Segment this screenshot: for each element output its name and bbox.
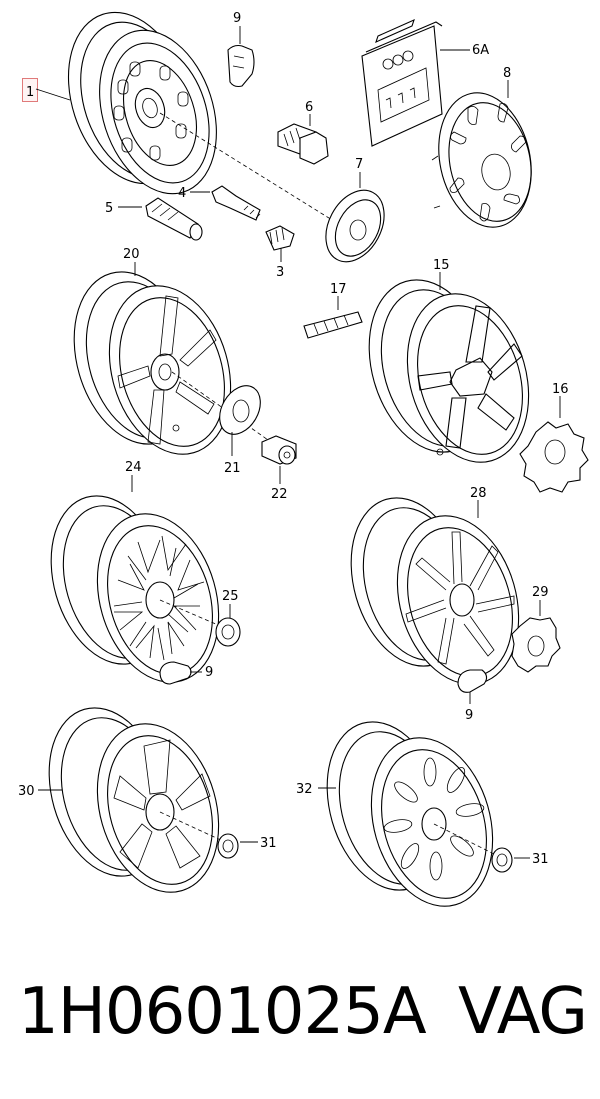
label-9-left: 9: [205, 665, 213, 680]
label-29: 29: [532, 585, 549, 600]
alloy-wheel-32[interactable]: [308, 708, 511, 921]
wheel-bolt-6[interactable]: [277, 123, 329, 165]
label-30: 30: [18, 784, 35, 799]
part-number: 1H0601025A: [18, 975, 427, 1049]
center-cap-7[interactable]: [314, 180, 396, 272]
center-cap-31-left[interactable]: [217, 833, 239, 859]
alloy-wheel-15[interactable]: [350, 265, 547, 476]
balance-weight-9-top[interactable]: [227, 44, 255, 88]
label-5: 5: [105, 201, 113, 216]
highlight-box-part-1: [22, 78, 38, 102]
label-31-left: 31: [260, 836, 277, 851]
hubcap-8[interactable]: [427, 84, 543, 236]
label-28: 28: [470, 486, 487, 501]
label-9-right: 9: [465, 708, 473, 723]
adhesive-weight-17[interactable]: [303, 311, 363, 339]
center-cap-31-right[interactable]: [491, 847, 513, 873]
label-3: 3: [276, 265, 284, 280]
label-24: 24: [125, 460, 142, 475]
parts-diagram: 1 9 6A 8 6 7 4 5 3 20 15 17 16 21 22 24 …: [18, 0, 589, 921]
valve-4[interactable]: [211, 185, 261, 221]
label-15: 15: [433, 258, 450, 273]
label-6: 6: [305, 100, 313, 115]
valve-cap-3[interactable]: [265, 225, 295, 251]
brand-name: VAG: [458, 975, 588, 1049]
label-8: 8: [503, 66, 511, 81]
balance-weight-9-left[interactable]: [159, 661, 192, 685]
label-9-top: 9: [233, 11, 241, 26]
alloy-wheel-24[interactable]: [32, 482, 237, 697]
label-20: 20: [123, 247, 140, 262]
label-32: 32: [296, 782, 313, 797]
center-cap-29[interactable]: [511, 617, 561, 673]
label-22: 22: [271, 487, 288, 502]
alloy-wheel-20[interactable]: [55, 257, 249, 468]
alloy-wheel-30[interactable]: [30, 694, 237, 907]
center-cap-21[interactable]: [211, 378, 268, 441]
label-1: 1: [26, 85, 34, 100]
balance-weight-9-right[interactable]: [457, 669, 488, 693]
center-cap-16[interactable]: [519, 421, 589, 493]
alloy-wheel-28[interactable]: [332, 484, 537, 699]
label-16: 16: [552, 382, 569, 397]
label-21: 21: [224, 461, 241, 476]
label-6a: 6A: [472, 43, 489, 58]
center-cap-25[interactable]: [215, 617, 241, 647]
label-17: 17: [330, 282, 347, 297]
steel-wheel-1[interactable]: [48, 0, 237, 209]
label-4: 4: [178, 186, 186, 201]
valve-sleeve-5[interactable]: [145, 197, 203, 241]
bolt-22[interactable]: [261, 435, 297, 465]
footer: 1H0601025A VAG: [0, 975, 600, 1065]
label-7: 7: [355, 157, 363, 172]
label-31-right: 31: [532, 852, 549, 867]
label-25: 25: [222, 589, 239, 604]
lock-kit-box-6a[interactable]: [361, 18, 443, 147]
